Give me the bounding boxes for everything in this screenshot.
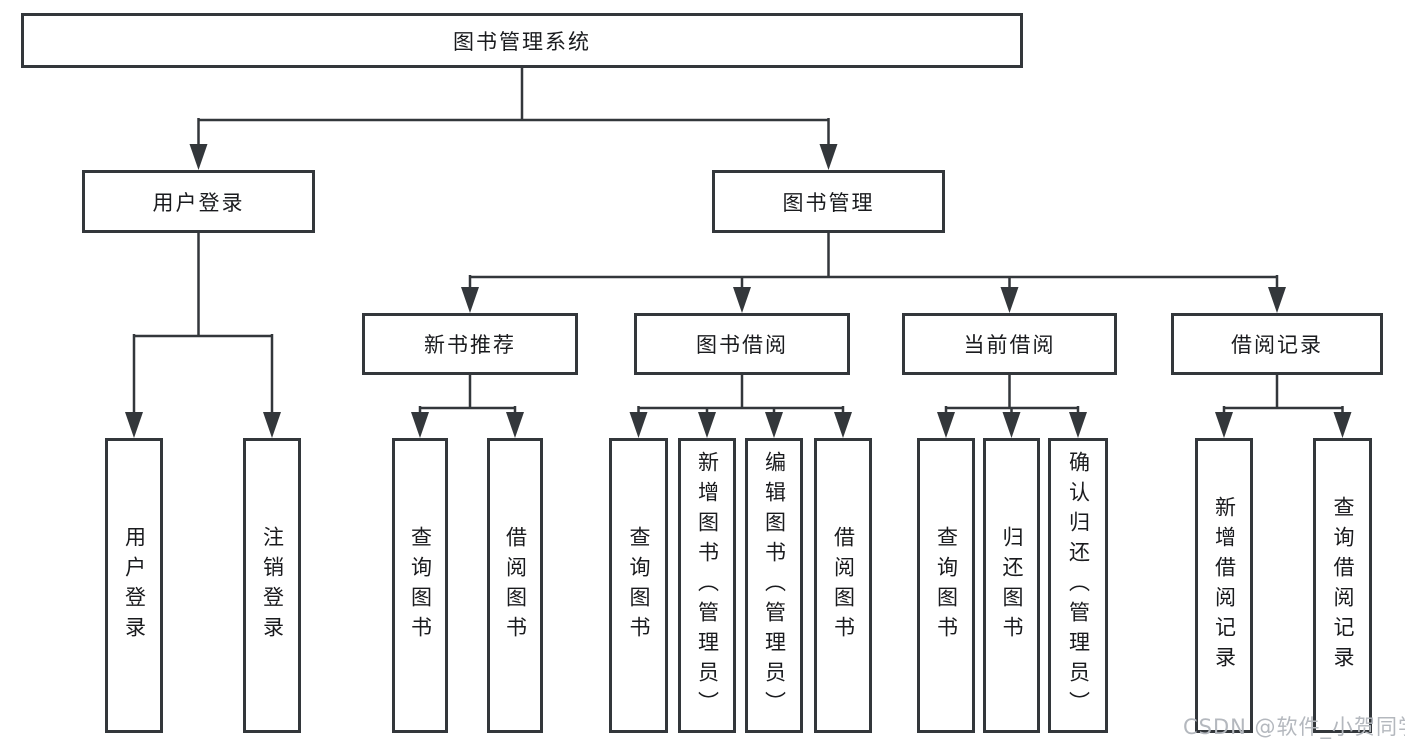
connector-root bbox=[189, 68, 838, 170]
arrow-down-icon bbox=[1215, 412, 1233, 438]
arrow-down-icon bbox=[937, 412, 955, 438]
arrow-down-icon bbox=[629, 412, 648, 438]
node-root: 图书管理系统 bbox=[21, 13, 1023, 68]
node-leaf-add-book-admin: 新增图书（管理员） bbox=[678, 438, 736, 733]
node-user-login: 用户登录 bbox=[82, 170, 315, 233]
node-leaf-query-book-2: 查询图书 bbox=[609, 438, 668, 733]
leaf-label: 新增图书（管理员） bbox=[695, 450, 720, 721]
node-leaf-add-borrow-record: 新增借阅记录 bbox=[1195, 438, 1253, 733]
leaf-label: 注销登录 bbox=[260, 525, 285, 646]
leaf-label: 新增借阅记录 bbox=[1212, 495, 1237, 676]
node-book-management-label: 图书管理 bbox=[782, 190, 875, 215]
arrow-down-icon bbox=[1000, 287, 1019, 313]
node-new-book-recommend-label: 新书推荐 bbox=[424, 333, 516, 357]
arrow-down-icon bbox=[189, 144, 208, 170]
connector-new-book-recommend bbox=[411, 375, 524, 438]
node-leaf-borrow-book-1: 借阅图书 bbox=[487, 438, 543, 733]
arrow-down-icon bbox=[733, 287, 751, 313]
arrow-down-icon bbox=[411, 412, 429, 438]
node-leaf-query-book-3: 查询图书 bbox=[917, 438, 975, 733]
arrow-down-icon bbox=[834, 412, 852, 438]
leaf-label: 借阅图书 bbox=[831, 525, 856, 646]
node-leaf-confirm-return-admin: 确认归还（管理员） bbox=[1048, 438, 1108, 733]
arrow-down-icon bbox=[506, 412, 524, 438]
node-book-borrow: 图书借阅 bbox=[634, 313, 850, 375]
node-current-borrow: 当前借阅 bbox=[902, 313, 1117, 375]
arrow-down-icon bbox=[819, 144, 838, 170]
node-leaf-query-borrow-record: 查询借阅记录 bbox=[1313, 438, 1372, 733]
node-user-login-label: 用户登录 bbox=[152, 190, 245, 215]
node-book-management: 图书管理 bbox=[712, 170, 945, 233]
connector-book-management bbox=[461, 233, 1286, 313]
node-new-book-recommend: 新书推荐 bbox=[362, 313, 578, 375]
leaf-label: 查询借阅记录 bbox=[1331, 495, 1355, 676]
node-leaf-borrow-book-2: 借阅图书 bbox=[814, 438, 872, 733]
leaf-label: 编辑图书（管理员） bbox=[762, 450, 787, 721]
node-borrow-records: 借阅记录 bbox=[1171, 313, 1383, 375]
arrow-down-icon bbox=[698, 412, 716, 438]
node-borrow-records-label: 借阅记录 bbox=[1231, 333, 1323, 357]
arrow-down-icon bbox=[125, 412, 143, 438]
arrow-down-icon bbox=[1002, 412, 1021, 438]
node-leaf-logout: 注销登录 bbox=[243, 438, 301, 733]
arrow-down-icon bbox=[1333, 412, 1352, 438]
connector-user-login bbox=[125, 233, 281, 438]
node-root-label: 图书管理系统 bbox=[453, 29, 591, 54]
arrow-down-icon bbox=[461, 287, 479, 313]
watermark: CSDN @软件_小贺同学 bbox=[1183, 715, 1405, 739]
connector-current-borrow bbox=[937, 375, 1087, 438]
leaf-label: 查询图书 bbox=[408, 525, 433, 646]
leaf-label: 用户登录 bbox=[122, 525, 147, 646]
arrow-down-icon bbox=[765, 412, 783, 438]
leaf-label: 归还图书 bbox=[1000, 525, 1024, 646]
arrow-down-icon bbox=[1069, 412, 1087, 438]
node-leaf-query-book-1: 查询图书 bbox=[392, 438, 448, 733]
node-leaf-return-book: 归还图书 bbox=[983, 438, 1040, 733]
node-leaf-edit-book-admin: 编辑图书（管理员） bbox=[745, 438, 803, 733]
leaf-label: 查询图书 bbox=[627, 525, 651, 646]
leaf-label: 查询图书 bbox=[934, 525, 959, 646]
connector-borrow-records bbox=[1215, 375, 1352, 438]
node-current-borrow-label: 当前借阅 bbox=[963, 333, 1056, 357]
leaf-label: 借阅图书 bbox=[503, 525, 528, 646]
node-book-borrow-label: 图书借阅 bbox=[696, 333, 788, 357]
arrow-down-icon bbox=[263, 412, 281, 438]
leaf-label: 确认归还（管理员） bbox=[1066, 450, 1091, 721]
connector-book-borrow bbox=[629, 375, 852, 438]
arrow-down-icon bbox=[1268, 287, 1286, 313]
node-leaf-user-login: 用户登录 bbox=[105, 438, 163, 733]
